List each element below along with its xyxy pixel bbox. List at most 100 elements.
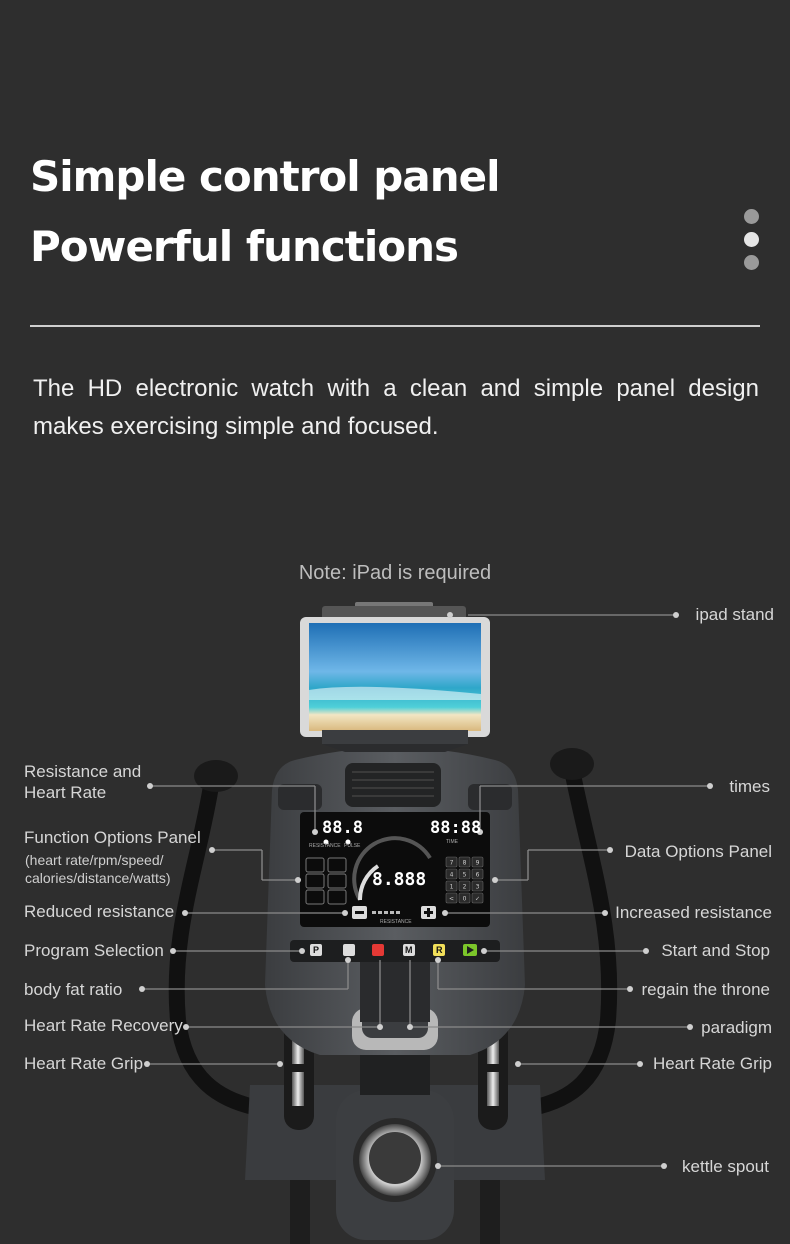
label-program-selection: Program Selection (24, 941, 164, 960)
leader-dot (481, 948, 487, 954)
data-options-keypad: 7 8 9 4 5 6 1 2 3 <0 ✓ (445, 856, 484, 904)
function-options-icons (305, 857, 347, 905)
ipad-note: Note: iPad is required (298, 562, 492, 584)
label-function-options-panel: Function Options Panel (24, 828, 201, 847)
label-data-options-panel: Data Options Panel (624, 842, 772, 861)
label-kettle-spout: kettle spout (682, 1157, 769, 1176)
leader-dot (407, 1024, 413, 1030)
leader-dot (342, 910, 348, 916)
keypad-key (445, 880, 458, 892)
keypad-key (458, 856, 471, 868)
keypad-key (471, 856, 484, 868)
leader-dot (442, 910, 448, 916)
lcd-resistance-caption: RESISTANCE (309, 843, 341, 849)
label-function-options-sub-1: (heart rate/rpm/speed/ (25, 852, 164, 868)
leader-dot (477, 829, 483, 835)
label-heart-rate-grip-right: Heart Rate Grip (652, 1054, 772, 1073)
r-button-label: R (436, 945, 443, 955)
leader-dot (209, 847, 215, 853)
divider (30, 325, 760, 327)
right-handlebar (524, 748, 618, 1116)
leader-dot (435, 957, 441, 963)
keypad-key (458, 880, 471, 892)
keypad-key (445, 856, 458, 868)
keypad-key (458, 892, 471, 904)
lcd-time-caption: TIME (446, 839, 458, 845)
keypad-key (471, 868, 484, 880)
leader-dot (345, 957, 351, 963)
leader-dot (687, 1024, 693, 1030)
leader-dot (147, 783, 153, 789)
label-ipad-stand: ipad stand (695, 605, 774, 624)
keypad-key-label: 0 (463, 896, 467, 903)
page-title-line2: Powerful functions (30, 222, 459, 271)
keypad-key-label: 7 (450, 860, 454, 867)
leader-dot (492, 877, 498, 883)
label-reduced-resistance: Reduced resistance (24, 902, 175, 921)
page-title-line1: Simple control panel (30, 152, 500, 201)
keypad-key-label: ✓ (475, 896, 480, 903)
keypad-key (445, 868, 458, 880)
lcd-center-value: 8.888 (372, 869, 427, 890)
keypad-key-label: < (449, 896, 454, 903)
pager-dot-3[interactable] (744, 255, 759, 270)
leader-dot (447, 612, 453, 618)
leader-dot (661, 1163, 667, 1169)
label-regain-the-throne: regain the throne (641, 980, 770, 999)
leader-dot (295, 877, 301, 883)
leader-dot (435, 1163, 441, 1169)
keypad-key-label: 2 (463, 884, 467, 891)
leader-dot (144, 1061, 150, 1067)
keypad-key (445, 892, 458, 904)
keypad-key-label: 5 (463, 872, 467, 879)
label-times: times (729, 777, 770, 796)
leader-dot (602, 910, 608, 916)
label-resistance-heart-rate-2: Heart Rate (24, 783, 107, 802)
label-heart-rate-grip-left: Heart Rate Grip (24, 1054, 144, 1073)
keypad-key-label: 3 (476, 884, 480, 891)
leader-dot (182, 910, 188, 916)
leader-dot (607, 847, 613, 853)
program-button-row (290, 940, 500, 962)
keypad-key (471, 880, 484, 892)
label-paradigm: paradigm (701, 1018, 772, 1037)
keypad-key (471, 892, 484, 904)
leader-dot (277, 1061, 283, 1067)
program-button-label: P (313, 945, 320, 955)
label-heart-rate-recovery: Heart Rate Recovery (24, 1016, 183, 1035)
pager-dot-1[interactable] (744, 209, 759, 224)
leader-dot (183, 1024, 189, 1030)
leader-dot (643, 948, 649, 954)
lcd-pulse-caption: PULSE (344, 843, 361, 849)
keypad-key-label: 6 (476, 872, 480, 879)
pager-dot-2-active[interactable] (744, 232, 759, 247)
keypad-key-label: 9 (476, 860, 480, 867)
leader-dot (299, 948, 305, 954)
lcd-time-value: 88:88 (430, 818, 482, 838)
label-resistance-heart-rate-1: Resistance and (24, 762, 142, 781)
leader-dot (170, 948, 176, 954)
elliptical-console-illustration: 7 8 9 4 5 6 1 2 3 <0 ✓ (0, 590, 790, 1244)
label-body-fat-ratio: body fat ratio (24, 980, 123, 999)
description-text: The HD electronic watch with a clean and… (33, 375, 759, 440)
keypad-key-label: 4 (450, 872, 454, 879)
leader-dot (139, 986, 145, 992)
leader-dot (627, 986, 633, 992)
leader-dot (707, 783, 713, 789)
leader-dot (312, 829, 318, 835)
lcd-resistance-value: 88.8 (322, 818, 363, 838)
lcd-bar-caption: RESISTANCE (380, 919, 412, 925)
keypad-key-label: 8 (463, 860, 467, 867)
label-increased-resistance: Increased resistance (615, 903, 772, 922)
leader-dot (515, 1061, 521, 1067)
leader-dot (637, 1061, 643, 1067)
m-button-label: M (405, 945, 413, 955)
label-start-and-stop: Start and Stop (661, 941, 770, 960)
leader-dot (673, 612, 679, 618)
label-function-options-sub-2: calories/distance/watts) (25, 870, 171, 886)
pager-dots[interactable] (744, 209, 760, 278)
leader-dot (377, 1024, 383, 1030)
keypad-key-label: 1 (450, 884, 454, 891)
left-handlebar (168, 760, 266, 1116)
keypad-key (458, 868, 471, 880)
